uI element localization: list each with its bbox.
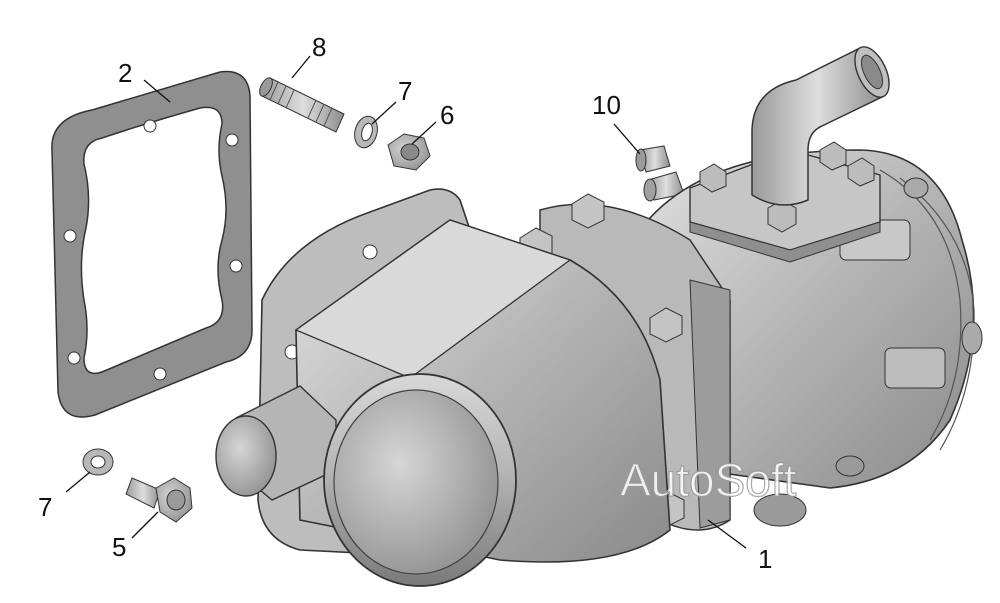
callout-1: 1 xyxy=(758,544,772,574)
callout-7-bottom: 7 xyxy=(38,492,52,522)
bolt-part xyxy=(125,477,193,523)
callout-7-top: 7 xyxy=(398,76,412,106)
callout-labels: 1 2 5 6 7 7 8 10 xyxy=(38,32,772,574)
callout-10: 10 xyxy=(592,90,621,120)
callout-8: 8 xyxy=(312,32,326,62)
washer-bottom-part xyxy=(82,448,114,476)
leader-10 xyxy=(613,123,641,155)
leader-2 xyxy=(143,79,171,103)
callout-6: 6 xyxy=(440,100,454,130)
leader-7-top xyxy=(371,101,397,125)
callout-5: 5 xyxy=(112,532,126,562)
nut-part xyxy=(387,133,431,171)
watermark-text: AutoSoft xyxy=(620,454,797,506)
leader-6 xyxy=(411,121,437,145)
leader-7-bottom xyxy=(65,471,91,493)
fitting-part xyxy=(635,145,685,202)
pump-assembly xyxy=(215,46,983,587)
gasket-part xyxy=(51,70,253,418)
stud-part xyxy=(259,77,345,133)
washer-top-part xyxy=(354,115,378,149)
leader-1 xyxy=(707,519,747,549)
leader-lines xyxy=(65,55,747,549)
leader-5 xyxy=(131,511,159,539)
callout-2: 2 xyxy=(118,58,132,88)
leader-8 xyxy=(291,55,311,79)
